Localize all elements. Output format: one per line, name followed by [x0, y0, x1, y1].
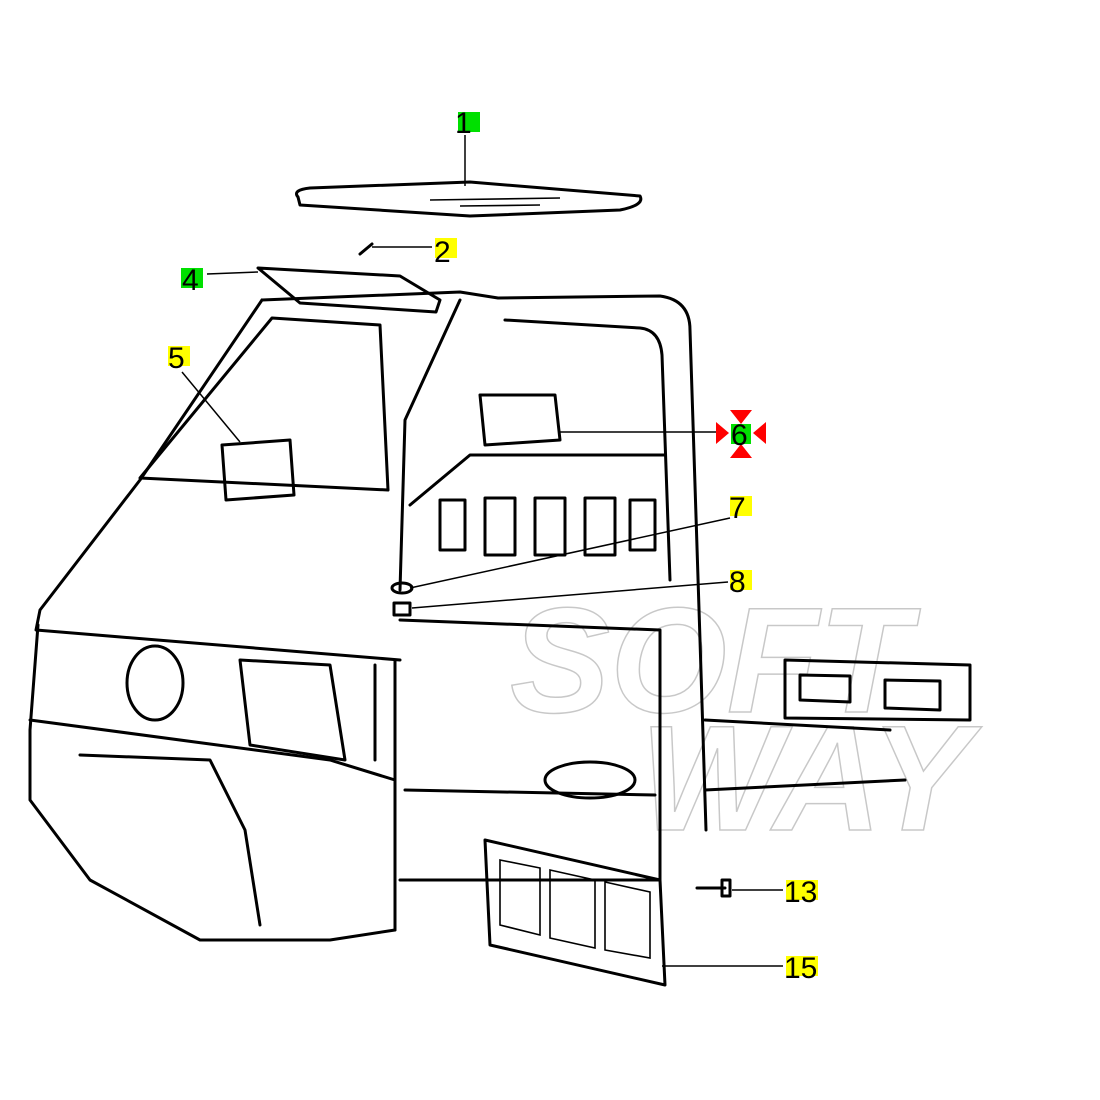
cab-body: [28, 290, 972, 987]
callout-4[interactable]: 4: [181, 264, 203, 297]
callout-2[interactable]: 2: [434, 236, 457, 269]
part-nut: [392, 601, 412, 617]
svg-text:7: 7: [729, 492, 746, 525]
highlight: [458, 112, 480, 132]
callout-5[interactable]: 5: [168, 342, 190, 375]
red-arrows-marker-icon: [716, 410, 766, 458]
callout-15[interactable]: 15: [784, 952, 818, 985]
part-screw: [358, 242, 374, 256]
part-bolt: [695, 878, 732, 898]
part-vent: [220, 438, 296, 502]
part-washer: [390, 581, 414, 595]
watermark-line-1: SOFT: [510, 576, 921, 744]
svg-text:15: 15: [784, 952, 817, 985]
callout-6[interactable]: 6: [716, 410, 766, 458]
leader-lines: [181, 135, 783, 967]
svg-text:6: 6: [731, 419, 748, 452]
part-mirror: [478, 393, 562, 447]
part-roof-panel: [295, 180, 643, 218]
part-foam-pad: [256, 266, 442, 314]
watermark: SOFT WAY: [509, 575, 983, 863]
svg-text:13: 13: [784, 876, 817, 909]
part-grille-panel: [483, 838, 667, 987]
svg-text:1: 1: [455, 107, 472, 140]
callout-7[interactable]: 7: [729, 492, 752, 525]
svg-text:8: 8: [729, 566, 746, 599]
callout-8[interactable]: 8: [729, 566, 752, 599]
svg-text:5: 5: [168, 342, 185, 375]
callout-13[interactable]: 13: [784, 876, 818, 909]
svg-text:2: 2: [434, 236, 451, 269]
callout-1[interactable]: 1: [455, 107, 480, 140]
watermark-line-2: WAY: [640, 694, 982, 862]
svg-text:4: 4: [182, 264, 199, 297]
